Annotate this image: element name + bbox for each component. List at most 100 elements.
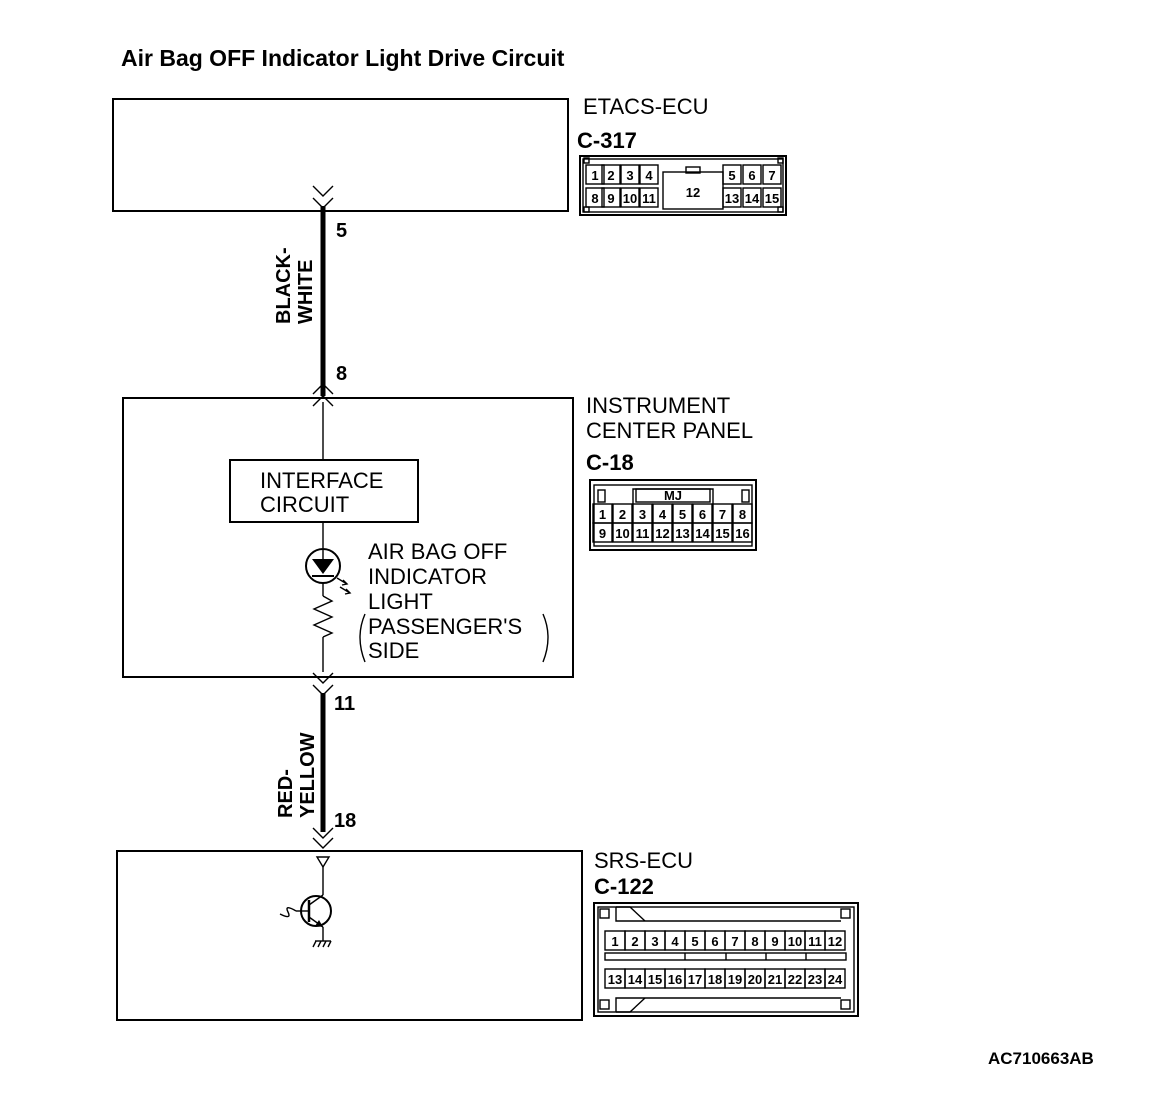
interface-circuit-line1: INTERFACE bbox=[260, 468, 383, 493]
icp-label-line2: CENTER PANEL bbox=[586, 418, 753, 443]
connector-pin-cell bbox=[612, 522, 633, 543]
interface-circuit-line2: CIRCUIT bbox=[260, 492, 349, 517]
connector-pin-label: 11 bbox=[636, 526, 650, 541]
connector-pin-label: 22 bbox=[788, 972, 802, 987]
svg-text:YELLOW: YELLOW bbox=[297, 732, 319, 818]
etacs-ecu-box bbox=[112, 98, 569, 212]
instrument-center-panel-box bbox=[122, 397, 574, 678]
connector-pin-cell bbox=[824, 968, 846, 989]
srs-connector-id: C-122 bbox=[594, 874, 654, 899]
connector-pin-cell bbox=[692, 522, 713, 543]
connector-pin-label: 16 bbox=[668, 972, 682, 987]
srs-ecu-label: SRS-ECU bbox=[594, 848, 693, 873]
connector-pin-cell bbox=[632, 522, 653, 543]
connector-pin-cell bbox=[639, 164, 659, 185]
resistor-icon bbox=[312, 595, 334, 638]
connector-pin-label: 14 bbox=[628, 972, 643, 987]
connector-pin-cell bbox=[742, 187, 762, 208]
connector-pin-label: 10 bbox=[623, 191, 637, 206]
connector-pin-cell bbox=[620, 187, 640, 208]
connector-pin-label: 6 bbox=[748, 168, 755, 183]
connector-pin-label: 10 bbox=[788, 934, 802, 949]
connector-pin-label: 2 bbox=[607, 168, 614, 183]
connector-pin-label: 8 bbox=[591, 191, 598, 206]
connector-pin-label: 1 bbox=[599, 507, 606, 522]
connector-pin-label: 5 bbox=[728, 168, 735, 183]
connector-pin-label: 19 bbox=[728, 972, 742, 987]
connector-pin-label: 3 bbox=[626, 168, 633, 183]
indicator-label-line4: PASSENGER'S bbox=[368, 614, 522, 639]
connector-pin-label: 13 bbox=[608, 972, 622, 987]
svg-text:WHITE: WHITE bbox=[295, 260, 317, 324]
connector-pin-label: 12 bbox=[655, 526, 669, 541]
connector-pin-label: 8 bbox=[751, 934, 758, 949]
connector-pin-cell bbox=[639, 187, 659, 208]
connector-pin-label: 1 bbox=[611, 934, 618, 949]
connector-pin-label: 5 bbox=[679, 507, 686, 522]
connector-pin-cell bbox=[762, 164, 782, 185]
c18-key-label: MJ bbox=[664, 488, 682, 503]
connector-pin-label: 21 bbox=[768, 972, 782, 987]
connector-pin-label: 6 bbox=[711, 934, 718, 949]
connector-pin-label: 13 bbox=[725, 191, 739, 206]
interface-circuit-box bbox=[229, 459, 419, 523]
connector-pin-label: 3 bbox=[639, 507, 646, 522]
connector-pin-label: 7 bbox=[719, 507, 726, 522]
connector-pin-label: 4 bbox=[659, 507, 667, 522]
svg-text:RED-: RED- bbox=[275, 769, 297, 818]
srs-ecu-box bbox=[116, 850, 583, 1021]
srs-terminal-18 bbox=[312, 827, 334, 849]
indicator-label-line5: SIDE bbox=[368, 638, 419, 663]
svg-text:BLACK-: BLACK- bbox=[273, 247, 295, 324]
connector-pin-label: 3 bbox=[651, 934, 658, 949]
indicator-label-line1: AIR BAG OFF bbox=[368, 539, 507, 564]
connector-pin-label: 7 bbox=[731, 934, 738, 949]
connector-pin-label: 15 bbox=[715, 526, 729, 541]
connector-pin-label: 20 bbox=[748, 972, 762, 987]
connector-pin-label: 5 bbox=[691, 934, 698, 949]
connector-pin-cell bbox=[585, 187, 605, 208]
connector-pin-label: 18 bbox=[708, 972, 722, 987]
connector-pin-cell bbox=[712, 522, 733, 543]
connector-pin-label: 7 bbox=[768, 168, 775, 183]
connector-pin-cell bbox=[601, 164, 621, 185]
connector-pin-cell bbox=[592, 522, 613, 543]
connector-pin-label: 2 bbox=[631, 934, 638, 949]
pin-5-label: 5 bbox=[336, 220, 347, 242]
connector-pin-label: 4 bbox=[671, 934, 679, 949]
connector-pin-label: 4 bbox=[645, 168, 653, 183]
connector-pin-label: 16 bbox=[735, 526, 749, 541]
srs-input-terminal-icon bbox=[315, 856, 331, 869]
connector-pin-cell bbox=[742, 164, 762, 185]
connector-pin-label: 6 bbox=[699, 507, 706, 522]
connector-pin-cell bbox=[652, 522, 673, 543]
diagram-title: Air Bag OFF Indicator Light Drive Circui… bbox=[121, 45, 565, 71]
connector-pin-label: 10 bbox=[615, 526, 629, 541]
connector-pin-label: 2 bbox=[619, 507, 626, 522]
connector-pin-label: 9 bbox=[771, 934, 778, 949]
transistor-icon bbox=[279, 894, 332, 948]
indicator-label-line3: LIGHT bbox=[368, 589, 433, 614]
connector-pin-cell bbox=[620, 164, 640, 185]
led-indicator-icon bbox=[305, 548, 352, 595]
connector-pin-cell bbox=[585, 164, 605, 185]
pin-18-label: 18 bbox=[334, 810, 356, 832]
connector-pin-label: 24 bbox=[828, 972, 843, 987]
wire-color-black-white: BLACK- WHITE bbox=[273, 247, 317, 324]
connector-pin-cell bbox=[762, 187, 782, 208]
connector-pin-cell bbox=[732, 522, 753, 543]
wire-color-red-yellow: RED- YELLOW bbox=[275, 732, 319, 818]
icp-terminal-8 bbox=[312, 383, 334, 407]
connector-pin-label: 15 bbox=[765, 191, 779, 206]
figure-code: AC710663AB bbox=[988, 1049, 1094, 1068]
connector-pin-label: 15 bbox=[648, 972, 662, 987]
etacs-terminal-5 bbox=[312, 185, 334, 209]
connector-pin-label: 9 bbox=[607, 191, 614, 206]
connector-pin-cell bbox=[601, 187, 621, 208]
indicator-label-line2: INDICATOR bbox=[368, 564, 487, 589]
etacs-ecu-label: ETACS-ECU bbox=[583, 94, 709, 119]
c317-pin-12: 12 bbox=[686, 185, 700, 200]
